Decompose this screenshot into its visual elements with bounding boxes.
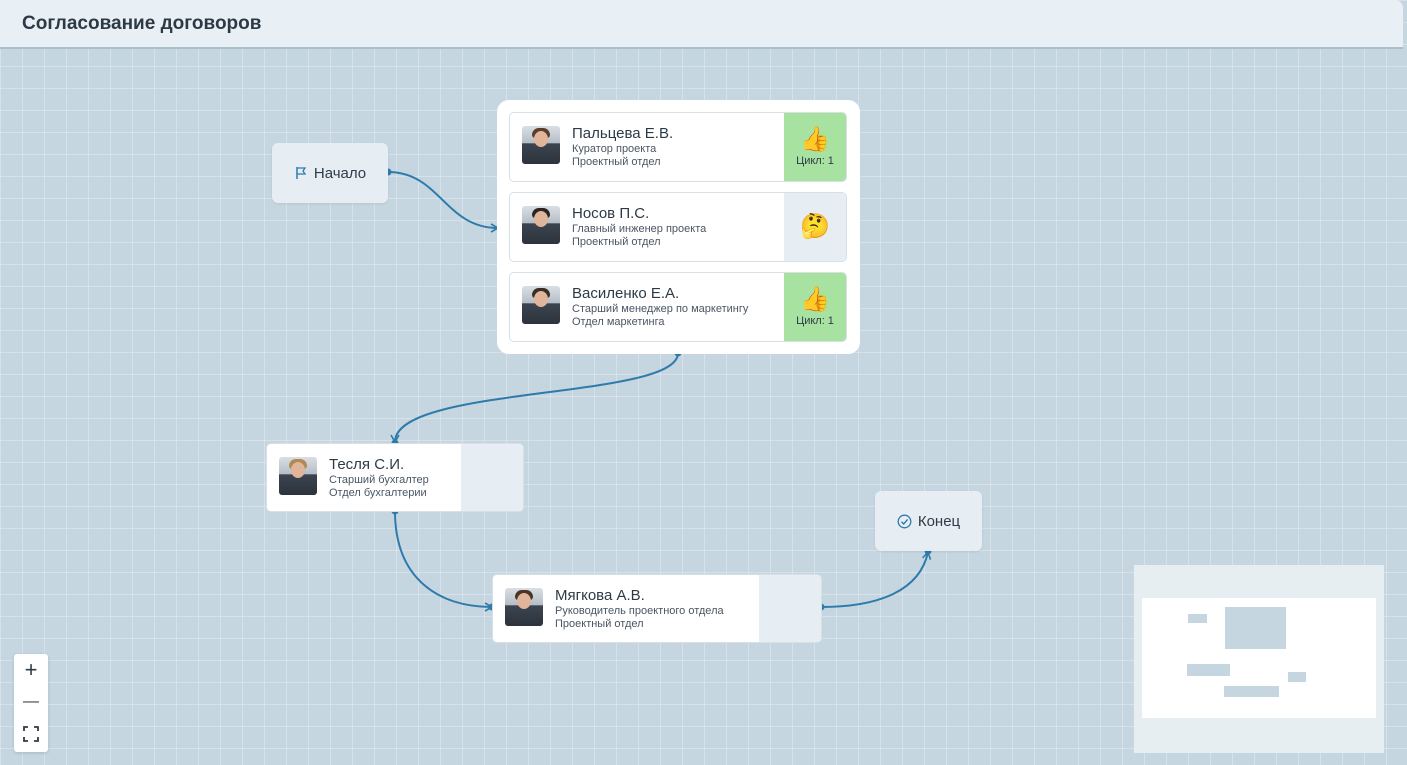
approver-department: Проектный отдел bbox=[572, 156, 661, 168]
zoom-in-button[interactable]: + bbox=[24, 657, 38, 682]
minimap-node bbox=[1188, 614, 1207, 623]
check-circle-icon bbox=[897, 514, 912, 528]
thumbs-up-icon: 👍 bbox=[800, 126, 830, 153]
fit-view-button[interactable] bbox=[14, 718, 48, 750]
cycle-label: Цикл: 1 bbox=[796, 155, 834, 167]
thumbs-up-icon: 👍 bbox=[800, 286, 830, 313]
minimap-node bbox=[1224, 686, 1279, 697]
approver-card[interactable]: Носов П.С. Главный инженер проекта Проек… bbox=[509, 192, 847, 262]
approver-card[interactable]: Пальцева Е.В. Куратор проекта Проектный … bbox=[509, 112, 847, 182]
flag-icon bbox=[296, 167, 307, 179]
avatar bbox=[522, 286, 560, 324]
approver-card-tesla[interactable]: Тесля С.И. Старший бухгалтер Отдел бухга… bbox=[266, 443, 524, 512]
approver-name: Пальцева Е.В. bbox=[572, 125, 674, 142]
approver-card[interactable]: Василенко Е.А. Старший менеджер по марке… bbox=[509, 272, 847, 342]
minimap[interactable] bbox=[1134, 565, 1384, 753]
end-node[interactable]: Конец bbox=[875, 491, 982, 551]
edge-myagkova-to-end bbox=[820, 550, 932, 608]
edge-group-to-tesla bbox=[390, 352, 679, 444]
minimap-node bbox=[1225, 607, 1286, 649]
avatar bbox=[505, 588, 543, 626]
zoom-out-button[interactable]: — bbox=[23, 693, 39, 710]
approver-department: Проектный отдел bbox=[555, 618, 644, 630]
approver-card-myagkova[interactable]: Мягкова А.В. Руководитель проектного отд… bbox=[492, 574, 822, 643]
approver-department: Отдел бухгалтерии bbox=[329, 487, 427, 499]
minimap-node bbox=[1187, 664, 1230, 676]
avatar bbox=[522, 206, 560, 244]
approver-role: Руководитель проектного отдела bbox=[555, 605, 724, 617]
approver-name: Носов П.С. bbox=[572, 205, 650, 222]
start-node-label: Начало bbox=[313, 164, 367, 182]
avatar bbox=[279, 457, 317, 495]
page-title: Согласование договоров bbox=[22, 13, 262, 34]
parallel-approval-group[interactable]: Пальцева Е.В. Куратор проекта Проектный … bbox=[497, 100, 860, 354]
approver-name: Василенко Е.А. bbox=[572, 285, 680, 302]
end-node-label: Конец bbox=[917, 512, 961, 530]
start-node[interactable]: Начало bbox=[272, 143, 388, 203]
cycle-label: Цикл: 1 bbox=[796, 315, 834, 327]
approver-role: Главный инженер проекта bbox=[572, 223, 707, 235]
minimap-node bbox=[1288, 672, 1306, 682]
status-pending-badge bbox=[461, 444, 523, 511]
zoom-controls: + — bbox=[14, 654, 48, 752]
status-approved-badge: 👍 Цикл: 1 bbox=[784, 273, 846, 341]
status-approved-badge: 👍 Цикл: 1 bbox=[784, 113, 846, 181]
approver-role: Старший бухгалтер bbox=[329, 474, 429, 486]
page-header: Согласование договоров bbox=[0, 0, 1403, 49]
edge-start-to-group bbox=[387, 171, 500, 233]
avatar bbox=[522, 126, 560, 164]
approver-role: Старший менеджер по маркетингу bbox=[572, 303, 749, 315]
minimap-viewport bbox=[1142, 598, 1376, 718]
approver-department: Проектный отдел bbox=[572, 236, 661, 248]
approver-role: Куратор проекта bbox=[572, 143, 657, 155]
approver-department: Отдел маркетинга bbox=[572, 316, 665, 328]
fit-view-icon bbox=[23, 726, 39, 742]
status-thinking-badge: 🤔 bbox=[784, 193, 846, 261]
approver-name: Мягкова А.В. bbox=[555, 587, 645, 604]
thinking-face-icon: 🤔 bbox=[800, 213, 830, 240]
edge-tesla-to-myagkova bbox=[394, 510, 494, 612]
status-pending-badge bbox=[759, 575, 821, 642]
approver-name: Тесля С.И. bbox=[329, 456, 405, 473]
